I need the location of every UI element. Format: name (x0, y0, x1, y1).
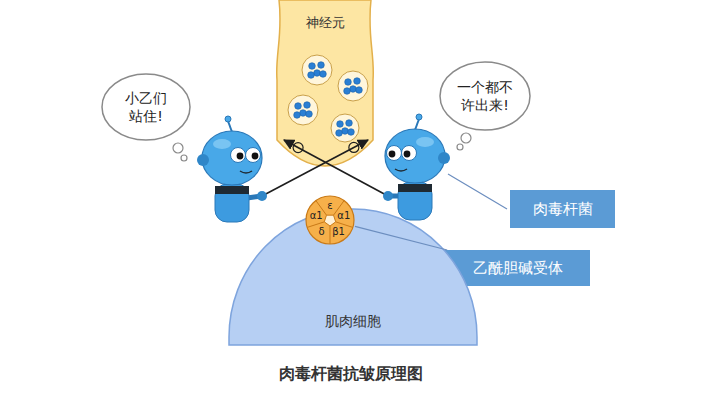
bubble-tail (181, 155, 187, 161)
speech-bubble-shape (100, 72, 192, 142)
robot-pupil (252, 153, 259, 160)
acetylcholine-dot (309, 63, 316, 70)
robot-pupil (404, 151, 411, 158)
acetylcholine-dot (356, 87, 363, 94)
robot-mouth (240, 171, 252, 173)
receptor-outline (306, 196, 354, 244)
subunit-divider (330, 226, 331, 244)
neuron-body (277, 0, 374, 166)
subunit-label: β1 (332, 227, 345, 237)
subunit-label: α1 (310, 211, 323, 221)
vesicle (302, 55, 332, 85)
label-text: 肉毒杆菌 (533, 200, 593, 219)
arrow-loop (293, 143, 303, 153)
robot-body (215, 184, 249, 222)
vesicle (331, 114, 359, 142)
acetylcholine-dot (306, 111, 313, 118)
acetylcholine-dot (295, 103, 302, 110)
bubble-tail (173, 143, 183, 153)
speech-text: 一个都不许出来! (455, 78, 515, 114)
robot (197, 116, 267, 222)
robot-hand (257, 191, 267, 201)
title-block: 肉毒杆菌抗皱原理图 (0, 364, 702, 385)
connector-layer (355, 226, 447, 250)
speech-bubble-shape (438, 60, 532, 132)
acetylcholine-dot (345, 79, 352, 86)
illustration (197, 114, 507, 222)
robot-band (215, 186, 249, 194)
receptor-complex: ε α1 α1 δ β1 (305, 195, 355, 245)
acetylcholine-dot (318, 62, 325, 69)
robot-pupil (237, 153, 244, 160)
robot-highlight (416, 137, 434, 147)
acetylcholine-dot (346, 120, 353, 127)
acetylcholine-dot (336, 130, 343, 137)
restraint-arrow (284, 140, 388, 196)
label-box: 肉毒杆菌 (510, 190, 615, 228)
diagram-title: 肉毒杆菌抗皱原理图 (279, 364, 423, 383)
robot-antenna (228, 121, 232, 132)
speech-bubble: 一个都不许出来! (438, 60, 532, 132)
vesicle (338, 71, 368, 101)
robot-body (398, 182, 432, 220)
robot-mouth (395, 169, 407, 171)
bubble-tail (457, 144, 463, 150)
vesicle (288, 95, 318, 125)
robot-head (385, 129, 445, 183)
robot-band (398, 184, 432, 192)
robot-eye (387, 146, 402, 161)
robot (383, 114, 450, 220)
leader-line (448, 174, 507, 209)
robot-head (202, 131, 262, 185)
acetylcholine-dot (350, 86, 357, 93)
robot-eye (246, 148, 261, 163)
robot-arm (388, 194, 400, 199)
acetylcholine-dot (294, 112, 301, 119)
acetylcholine-dot (354, 78, 361, 85)
speech-bubble: 小乙们站住! (100, 72, 192, 142)
acetylcholine-dot (308, 72, 315, 79)
acetylcholine-dot (348, 129, 355, 136)
robot-antenna (415, 119, 419, 130)
robot-ear (197, 154, 209, 166)
node-label: 神经元 (306, 14, 345, 32)
subunit-label: α1 (337, 211, 350, 221)
speech-text: 小乙们站住! (122, 89, 170, 125)
robot-hand (383, 191, 393, 201)
acetylcholine-dot (304, 102, 311, 109)
receptor-pore (324, 215, 335, 226)
robot-highlight (213, 139, 231, 149)
restraint-arrow (262, 140, 368, 196)
leader-connector (355, 226, 447, 250)
robot-eye (231, 148, 246, 163)
arrow-loop (349, 142, 359, 152)
robot-antenna-tip (225, 116, 231, 122)
acetylcholine-dot (337, 121, 344, 128)
label-text: 乙酰胆碱受体 (473, 259, 563, 278)
bubble-outline (440, 62, 530, 130)
subunit-label: ε (327, 201, 332, 211)
acetylcholine-dot (300, 110, 307, 117)
acetylcholine-dot (342, 128, 349, 135)
muscle-outline (229, 209, 477, 345)
robot-arm (247, 196, 262, 198)
bubble-outline (102, 74, 190, 140)
robot-pupil (389, 151, 396, 158)
bubble-tail (461, 133, 471, 143)
subunit-label: δ (318, 227, 324, 237)
robot-eye (402, 146, 417, 161)
robot-antenna-tip (416, 114, 422, 120)
acetylcholine-dot (314, 70, 321, 77)
acetylcholine-dot (344, 88, 351, 95)
acetylcholine-dot (320, 71, 327, 78)
label-box: 乙酰胆碱受体 (445, 250, 590, 286)
neuron-cell: 神经元 (275, 0, 375, 180)
node-label: 肌肉细胞 (325, 313, 381, 331)
robot-ear (438, 152, 450, 164)
